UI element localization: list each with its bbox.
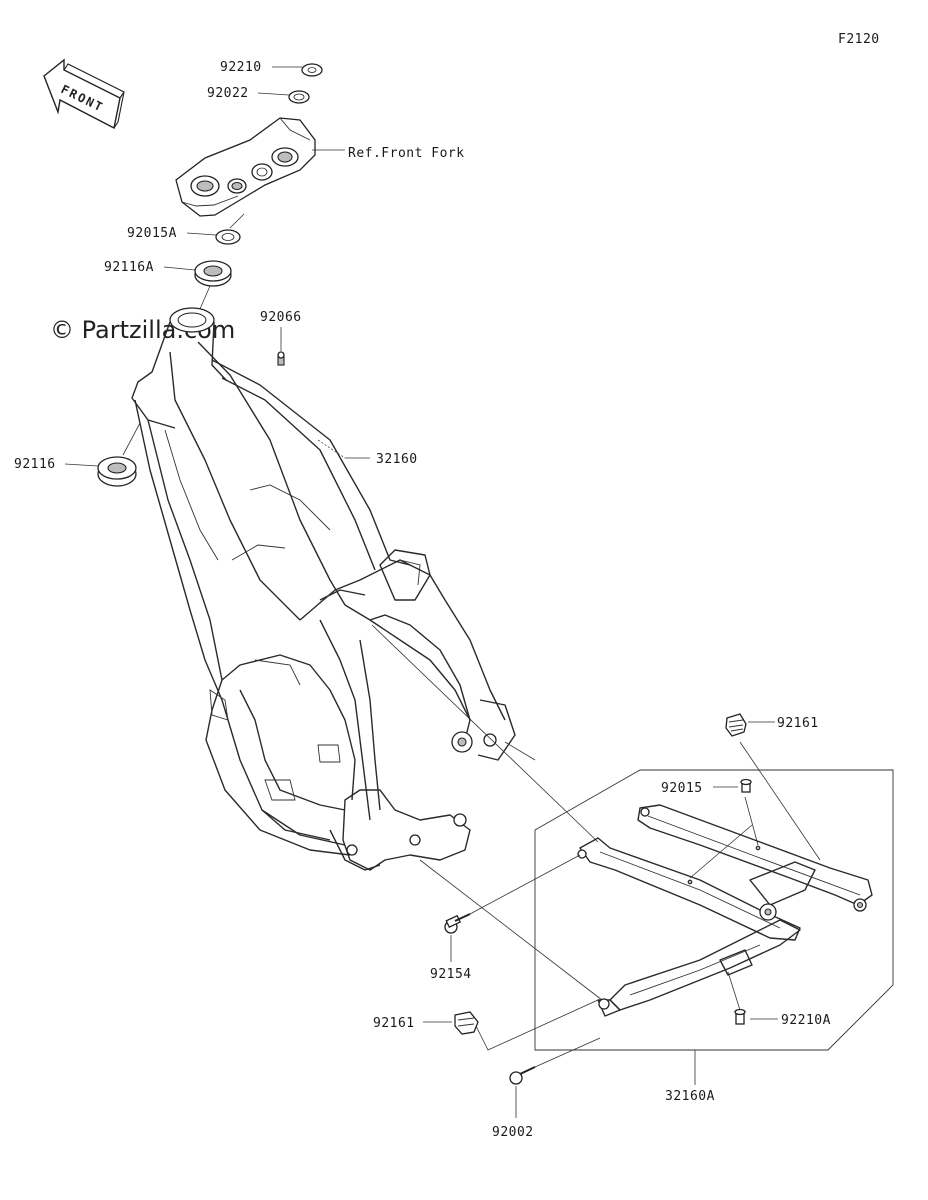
washer-92022[interactable] [288,90,310,104]
leader-92015-rail-b [689,824,753,879]
leader-92002-strut [534,1037,601,1068]
leader-92116A [163,266,196,271]
nut-92210[interactable] [301,63,323,77]
label-92116A[interactable]: 92116A [104,260,154,275]
leader-frame-subframe-upper [371,624,599,843]
label-92116[interactable]: 92116 [14,457,56,472]
bearing-92116[interactable] [97,456,137,487]
label-92015A[interactable]: 92015A [127,226,177,241]
subframe-reference-box [534,769,894,1051]
damper-92161-top[interactable] [725,713,747,737]
leader-frame-subframe-lower [419,859,603,1001]
leader-92116-headtube [122,422,141,456]
label-92002[interactable]: 92002 [492,1125,534,1140]
leader-32160 [317,439,346,459]
bolt-92002[interactable] [509,1066,536,1085]
leader-92161-bottom-rail [475,999,599,1051]
leader-92022 [257,92,290,96]
label-92154[interactable]: 92154 [430,967,472,982]
leader-92015A [186,232,217,236]
leader-92015-rail [744,796,759,846]
bolt-92066[interactable] [277,351,285,366]
leader-92161-top-rail [739,741,821,861]
label-92015[interactable]: 92015 [661,781,703,796]
label-92022[interactable]: 92022 [207,86,249,101]
label-92161-bottom[interactable]: 92161 [373,1016,415,1031]
label-32160A[interactable]: 32160A [665,1089,715,1104]
bolt-92210A[interactable] [734,1008,746,1025]
damper-92161-bottom[interactable] [454,1011,479,1035]
label-92066[interactable]: 92066 [260,310,302,325]
upper-clamp[interactable] [175,117,316,217]
label-32160[interactable]: 32160 [376,452,418,467]
steering-nut-92015A[interactable] [215,229,241,245]
leader-92210A-strut [727,971,741,1011]
leader-92154-rail [469,854,581,915]
bearing-92116A[interactable] [194,260,232,287]
leader-92116 [64,463,99,467]
front-arrow-icon: FRONT [43,58,125,130]
leader-92015A-clamp [229,213,245,229]
label-92210[interactable]: 92210 [220,60,262,75]
leader-frame-shock [504,741,536,761]
rear-subframe-32160A[interactable] [577,804,873,1017]
bolt-92015[interactable] [740,778,752,793]
label-ref-front-fork[interactable]: Ref.Front Fork [348,146,465,161]
bolt-92154[interactable] [444,913,471,934]
main-frame-32160[interactable] [131,307,516,871]
diagram-code: F2120 [838,32,880,47]
label-92210A[interactable]: 92210A [781,1013,831,1028]
label-92161-top[interactable]: 92161 [777,716,819,731]
